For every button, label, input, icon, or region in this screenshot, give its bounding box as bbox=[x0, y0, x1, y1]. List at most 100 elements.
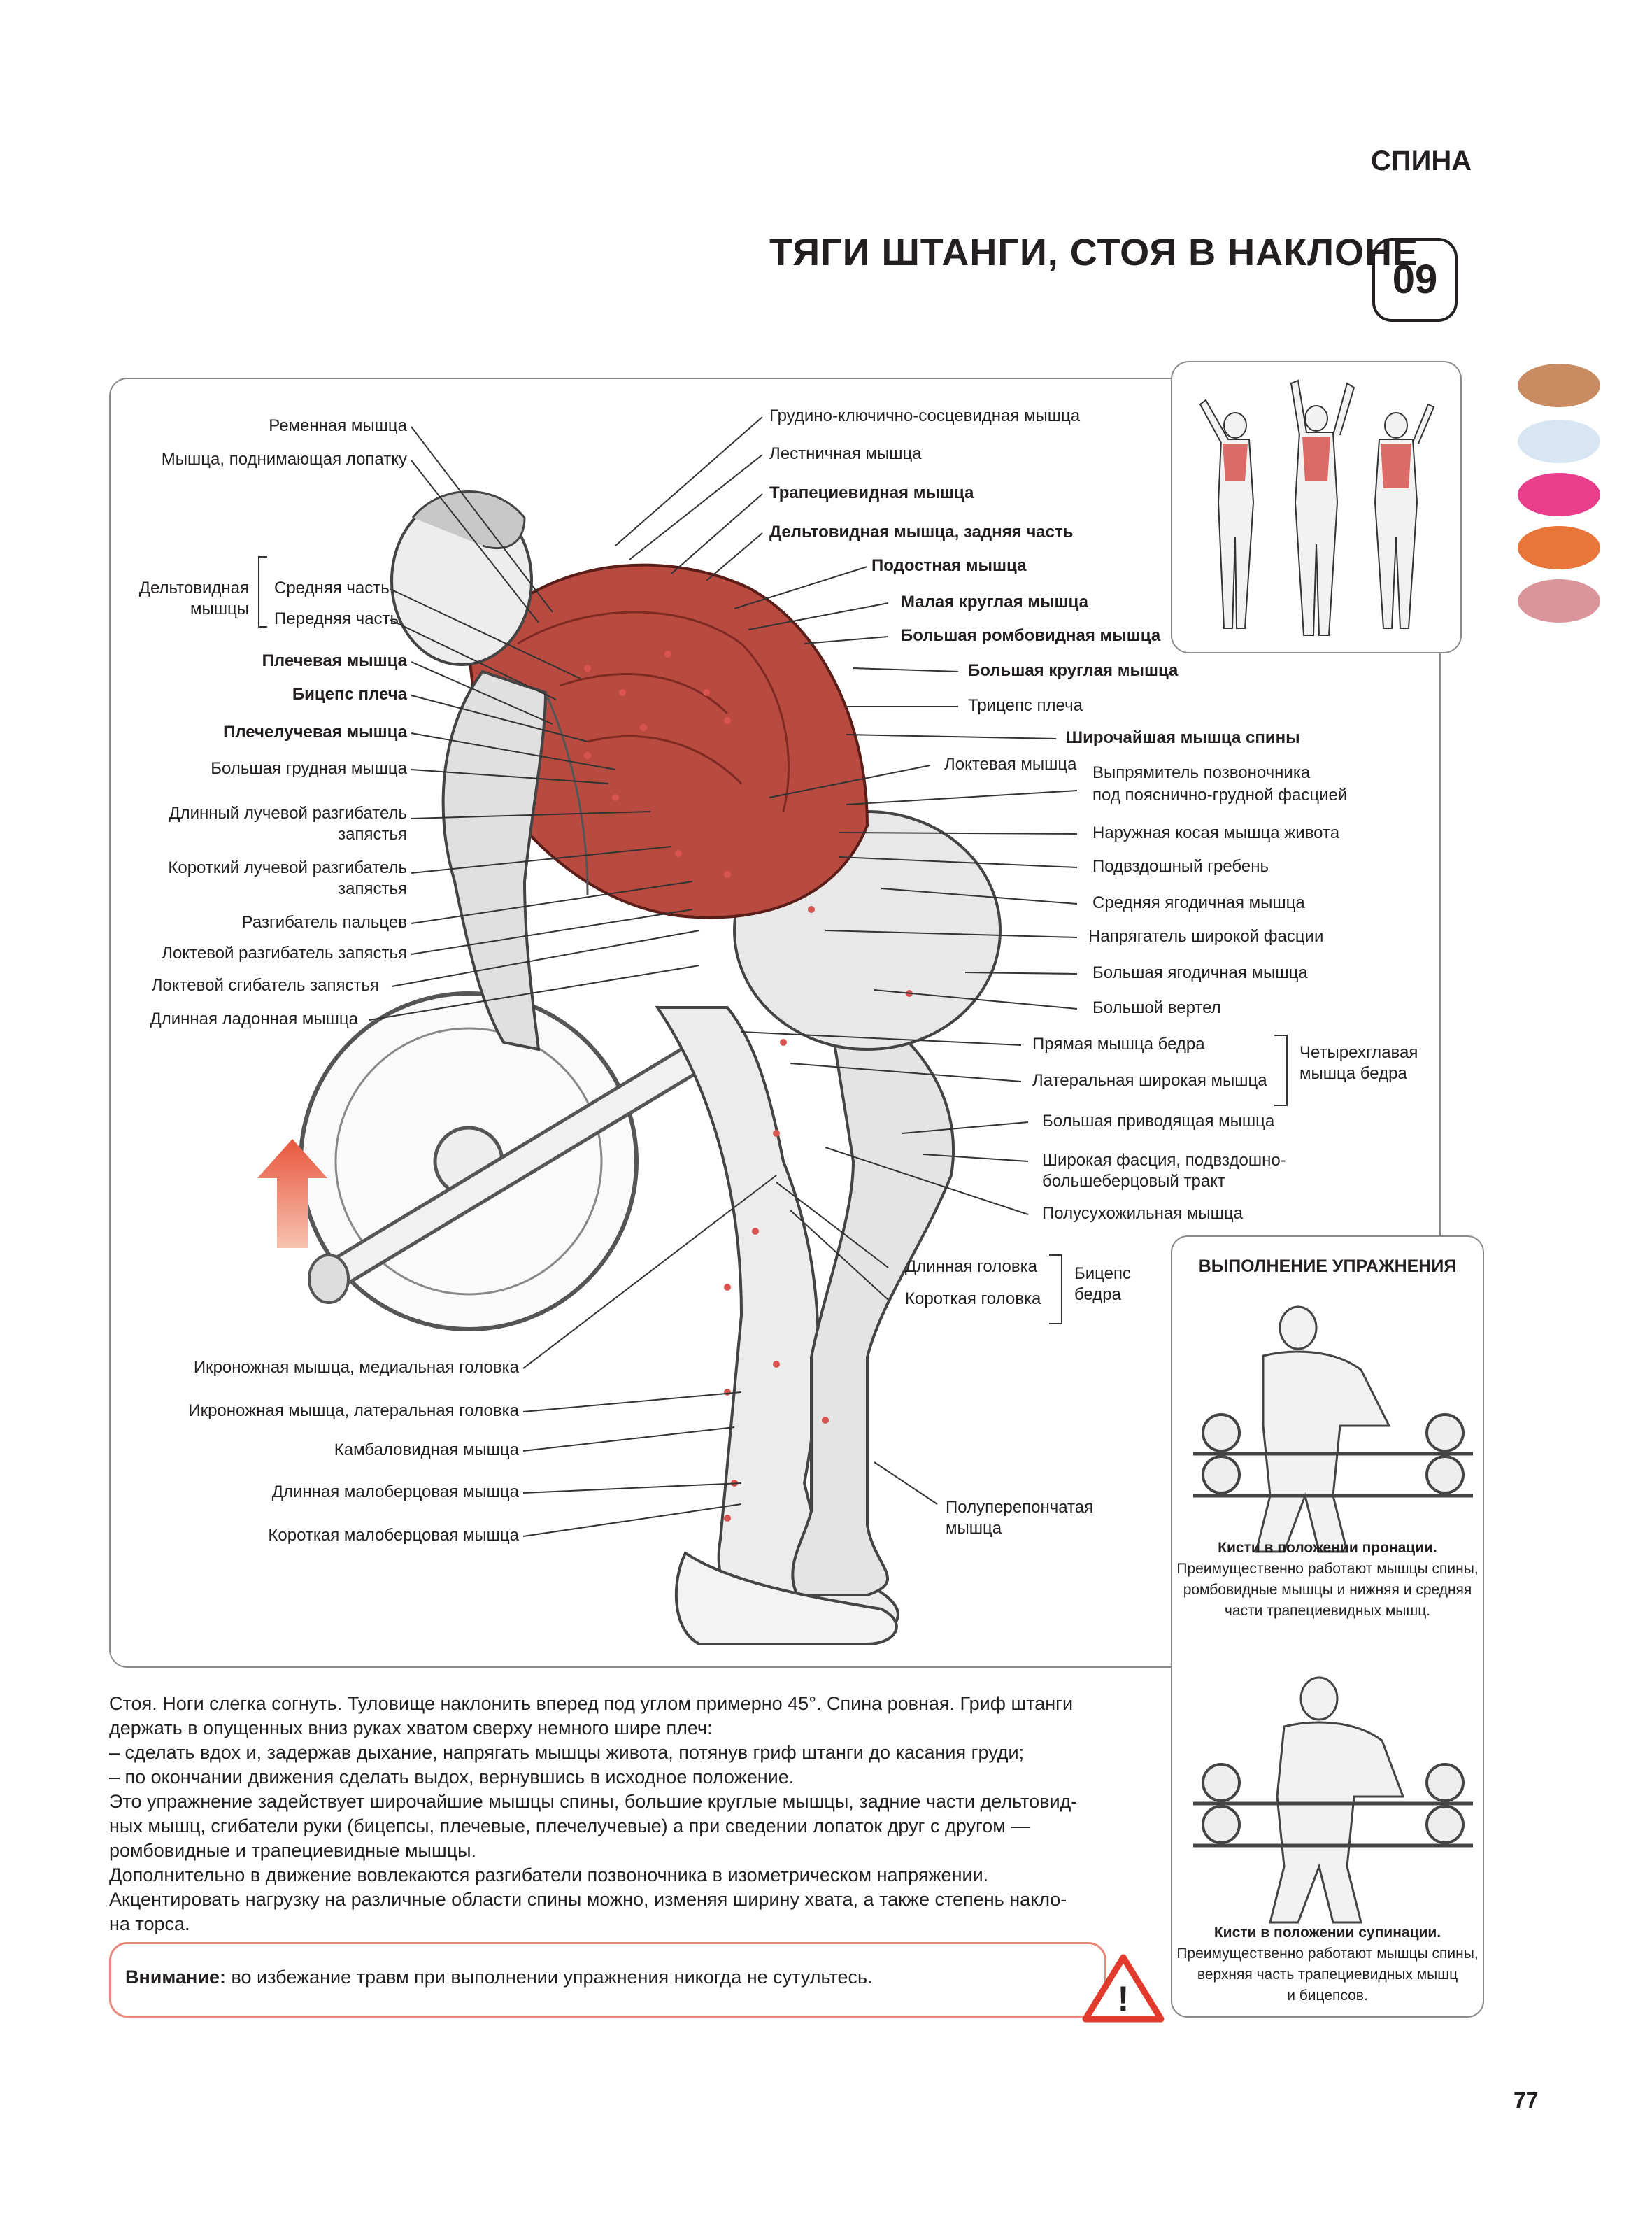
label-it-band: Широкая фасция, подвздошно- bbox=[1042, 1151, 1286, 1170]
pronation-figure-icon bbox=[1193, 1305, 1473, 1553]
label-ecrb-2: запястья bbox=[338, 879, 407, 898]
label-ecrb: Короткий лучевой разгибатель bbox=[168, 858, 407, 877]
label-adductor-magnus: Большая приводящая мышца bbox=[1042, 1112, 1275, 1131]
label-scalene: Лестничная мышца bbox=[769, 444, 922, 463]
movement-arrow-icon bbox=[257, 1139, 327, 1248]
label-quadriceps: Четырехглавая bbox=[1299, 1043, 1418, 1062]
section-title: СПИНА bbox=[1371, 146, 1472, 176]
label-deltoid-middle: Средняя часть bbox=[274, 579, 390, 597]
label-biceps: Бицепс плеча bbox=[292, 685, 407, 704]
supination-caption-title: Кисти в положении супинации. bbox=[1213, 1925, 1441, 1941]
exercise-description: Стоя. Ноги слегка согнуть. Туловище накл… bbox=[109, 1692, 1158, 1936]
color-swatch-2 bbox=[1518, 420, 1600, 463]
label-pectoralis: Большая грудная мышца bbox=[211, 759, 407, 778]
description-line: Стоя. Ноги слегка согнуть. Туловище накл… bbox=[109, 1693, 1074, 1714]
label-anconeus: Локтевая мышца bbox=[944, 755, 1077, 774]
description-line: держать в опущенных вниз руках хватом св… bbox=[109, 1717, 713, 1738]
label-gluteus-medius: Средняя ягодичная мышца bbox=[1092, 893, 1305, 912]
label-rear-deltoid: Дельтовидная мышца, задняя часть bbox=[769, 523, 1074, 541]
label-gluteus-maximus: Большая ягодичная мышца bbox=[1092, 963, 1308, 982]
warning-text: Внимание: во избежание травм при выполне… bbox=[125, 1967, 873, 1988]
pronation-caption-2: ромбовидные мышцы и нижняя и средняя bbox=[1183, 1582, 1472, 1598]
supination-caption-1: Преимущественно работают мышцы спины, bbox=[1176, 1946, 1479, 1962]
description-line: Это упражнение задействует широчайшие мы… bbox=[109, 1791, 1078, 1812]
label-it-band-2: большеберцовый тракт bbox=[1042, 1172, 1225, 1191]
description-line: – по окончании движения сделать выдох, в… bbox=[109, 1766, 795, 1787]
label-splenius: Ременная мышца bbox=[269, 416, 407, 435]
label-infraspinatus: Подостная мышца bbox=[871, 556, 1027, 575]
label-teres-major: Большая круглая мышца bbox=[968, 661, 1179, 680]
execution-title: ВЫПОЛНЕНИЕ УПРАЖНЕНИЯ bbox=[1198, 1256, 1457, 1276]
label-iliac-crest: Подвздошный гребень bbox=[1092, 857, 1269, 876]
label-greater-trochanter: Большой вертел bbox=[1092, 998, 1221, 1017]
label-gastro-lateral: Икроножная мышца, латеральная головка bbox=[188, 1401, 519, 1420]
label-ecrl-2: запястья bbox=[338, 825, 407, 844]
label-long-head: Длинная головка bbox=[905, 1257, 1037, 1276]
label-semimembranosus-2: мышца bbox=[946, 1519, 1002, 1538]
color-swatch-5 bbox=[1518, 579, 1600, 623]
anatomy-illustration-frame bbox=[109, 378, 1441, 1668]
description-line: Акцентировать нагрузку на различные обла… bbox=[109, 1889, 1067, 1910]
pronation-caption-title: Кисти в положении пронации. bbox=[1218, 1540, 1437, 1556]
label-semimembranosus: Полуперепончатая bbox=[946, 1498, 1094, 1517]
execution-panel: ВЫПОЛНЕНИЕ УПРАЖНЕНИЯ Кисти в положении … bbox=[1171, 1235, 1484, 2018]
label-tfl: Напрягатель широкой фасции bbox=[1088, 927, 1324, 946]
label-peroneus-longus: Длинная малоберцовая мышца bbox=[271, 1482, 519, 1501]
pronation-caption-3: части трапециевидных мышц. bbox=[1224, 1603, 1431, 1619]
description-line: на торса. bbox=[109, 1913, 190, 1934]
label-deltoid-front: Передняя часть bbox=[274, 609, 399, 628]
supination-figure-icon bbox=[1193, 1676, 1473, 1924]
page-title: ТЯГИ ШТАНГИ, СТОЯ В НАКЛОНЕ bbox=[769, 232, 1419, 274]
description-line: ромбовидные и трапециевидные мышцы. bbox=[109, 1840, 476, 1861]
muscle-figures-icon bbox=[1199, 379, 1435, 636]
label-extensor-digitorum: Разгибатель пальцев bbox=[241, 913, 407, 932]
label-brachialis: Плечевая мышца bbox=[262, 651, 407, 670]
supination-caption-3: и бицепсов. bbox=[1287, 1988, 1368, 2004]
label-brachioradialis: Плечелучевая мышца bbox=[223, 723, 407, 742]
pronation-caption-1: Преимущественно работают мышцы спины, bbox=[1176, 1561, 1479, 1577]
label-ecrl: Длинный лучевой разгибатель bbox=[169, 804, 407, 823]
muscle-map-thumbnail bbox=[1171, 361, 1462, 653]
svg-text:!: ! bbox=[1118, 1979, 1130, 2018]
label-fcu: Локтевой сгибатель запястья bbox=[151, 976, 379, 995]
shoe-back bbox=[674, 1551, 898, 1645]
color-swatch-3 bbox=[1518, 473, 1600, 516]
page-number: 77 bbox=[1514, 2088, 1539, 2113]
warning-message: во избежание травм при выполнении упражн… bbox=[231, 1967, 873, 1988]
label-vastus-lateralis: Латеральная широкая мышца bbox=[1032, 1071, 1267, 1090]
label-semitendinosus: Полусухожильная мышца bbox=[1042, 1204, 1243, 1223]
label-levator-scapulae: Мышца, поднимающая лопатку bbox=[161, 450, 407, 469]
label-rhomboid: Большая ромбовидная мышца bbox=[901, 626, 1161, 645]
label-triceps: Трицепс плеча bbox=[968, 696, 1083, 715]
label-short-head: Короткая головка bbox=[905, 1289, 1041, 1308]
label-ecu: Локтевой разгибатель запястья bbox=[162, 944, 407, 963]
supination-caption-2: верхняя часть трапециевидных мышц bbox=[1197, 1967, 1458, 1983]
label-erector-spinae-2: под пояснично-грудной фасцией bbox=[1092, 786, 1348, 805]
label-biceps-femoris-2: бедра bbox=[1074, 1285, 1121, 1304]
label-soleus: Камбаловидная мышца bbox=[334, 1440, 519, 1459]
description-line: – сделать вдох и, задержав дыхание, напр… bbox=[109, 1742, 1025, 1763]
label-quadriceps-2: мышца бедра bbox=[1299, 1064, 1407, 1083]
warning-label: Внимание: bbox=[125, 1967, 226, 1988]
color-swatch-4 bbox=[1518, 526, 1600, 569]
description-line: Дополнительно в движение вовлекаются раз… bbox=[109, 1864, 989, 1885]
label-erector-spinae: Выпрямитель позвоночника bbox=[1092, 763, 1311, 782]
athlete-illustration bbox=[299, 490, 1002, 1645]
warning-box: Внимание: во избежание травм при выполне… bbox=[109, 1942, 1106, 2018]
label-latissimus: Широчайшая мышца спины bbox=[1066, 728, 1300, 747]
label-peroneus-brevis: Короткая малоберцовая мышца bbox=[268, 1526, 519, 1545]
label-deltoid-group: Дельтовидная bbox=[138, 579, 249, 597]
label-scm: Грудино-ключично-сосцевидная мышца bbox=[769, 406, 1081, 425]
warning-triangle-icon: ! bbox=[1082, 1954, 1165, 2023]
label-biceps-femoris: Бицепс bbox=[1074, 1264, 1131, 1283]
description-line: ных мышц, сгибатели руки (бицепсы, плече… bbox=[109, 1815, 1030, 1836]
arm bbox=[441, 670, 548, 1051]
exercise-number: 09 bbox=[1392, 257, 1438, 302]
label-trapezius: Трапециевидная мышца bbox=[769, 483, 974, 502]
exercise-number-badge: 09 bbox=[1372, 238, 1458, 322]
label-external-oblique: Наружная косая мышца живота bbox=[1092, 823, 1340, 842]
leg-front bbox=[791, 984, 955, 1596]
label-palmaris: Длинная ладонная мышца bbox=[150, 1010, 358, 1028]
label-gastro-medial: Икроножная мышца, медиальная головка bbox=[193, 1358, 519, 1377]
